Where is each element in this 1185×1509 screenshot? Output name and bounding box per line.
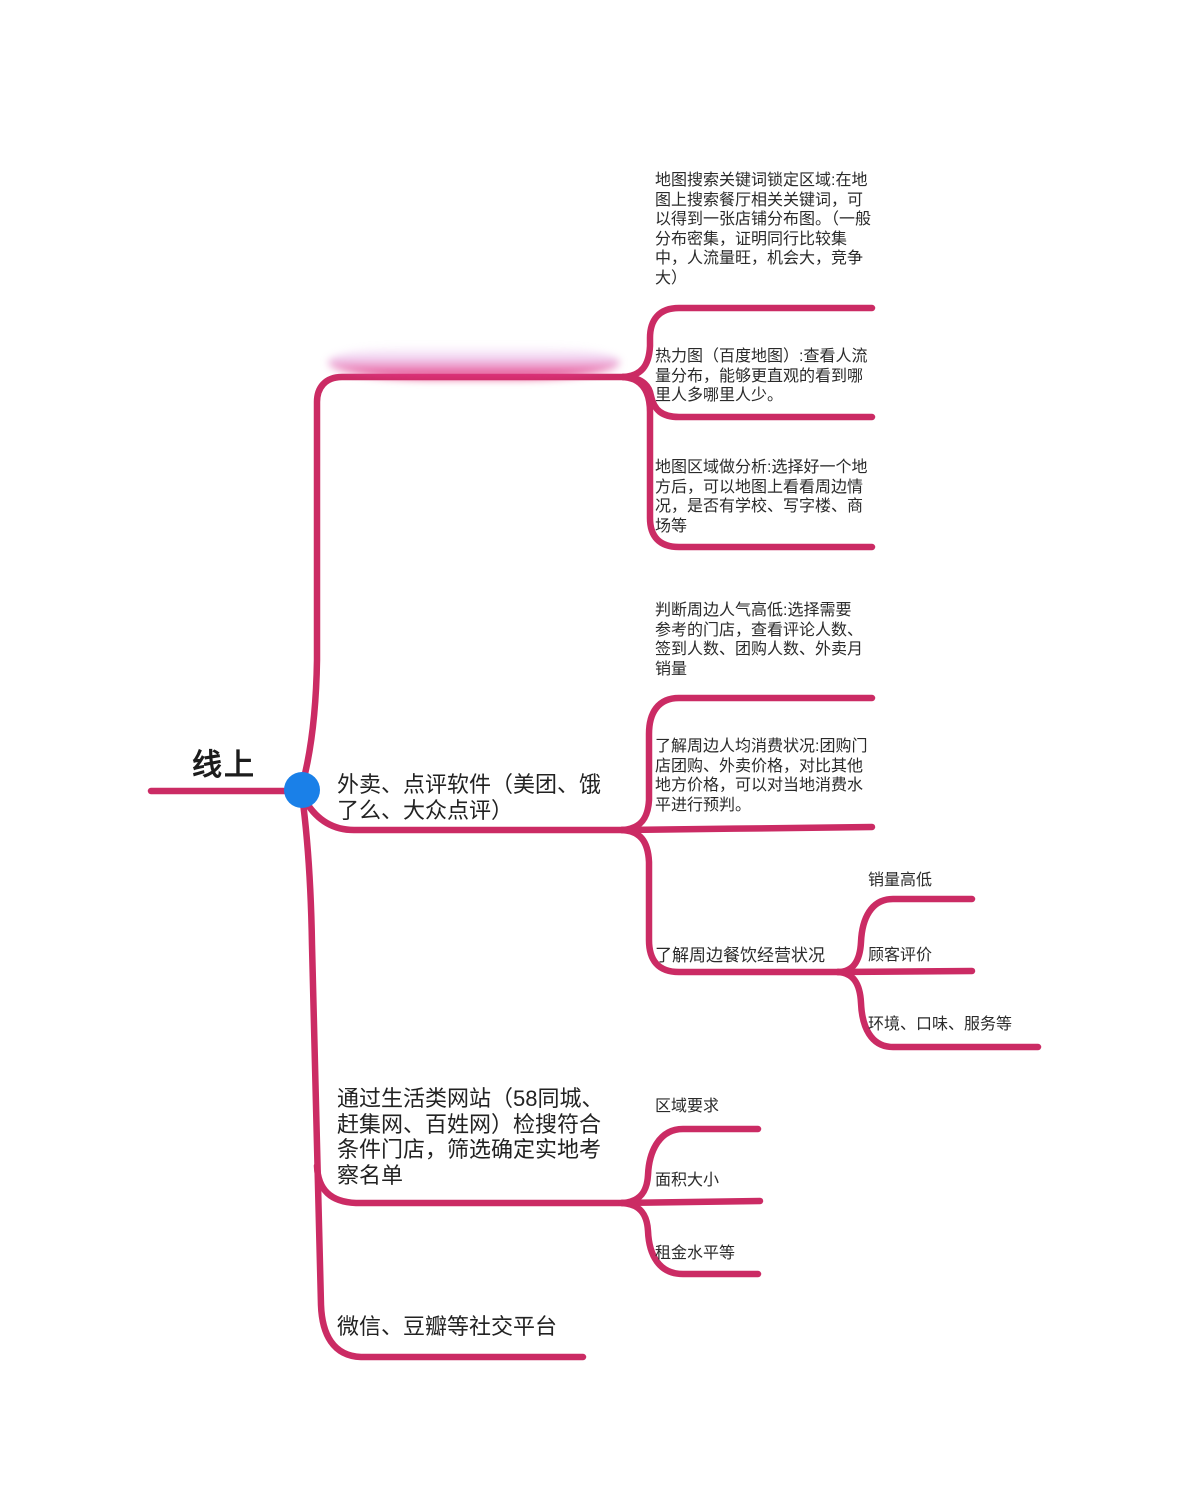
node-map-area-analysis[interactable]: 地图区域做分析:选择好一个地方后，可以地图上看看周边情况，是否有学校、写字楼、商… [655,459,868,535]
branch-life-service-websites[interactable]: 通过生活类网站（58同城、赶集网、百姓网）检搜符合条件门店，筛选确定实地考察名单 [337,1086,604,1188]
node-customer-reviews[interactable]: 顾客评价 [868,947,933,964]
node-operating-status[interactable]: 了解周边餐饮经营状况 [655,946,825,965]
branch-social-platforms[interactable]: 微信、豆瓣等社交平台 [337,1314,558,1339]
node-map-keyword-search[interactable]: 地图搜索关键词锁定区域:在地图上搜索餐厅相关关键词，可以得到一张店铺分布图。（一… [655,172,872,287]
node-floor-size[interactable]: 面积大小 [655,1172,720,1189]
node-heat-map[interactable]: 热力图（百度地图）:查看人流量分布，能够更直观的看到哪里人多哪里人少。 [655,348,868,405]
node-environment-taste-service[interactable]: 环境、口味、服务等 [868,1016,1013,1033]
node-rent-level[interactable]: 租金水平等 [655,1245,736,1262]
node-area-requirement[interactable]: 区域要求 [655,1098,720,1115]
root-node-label[interactable]: 线上 [192,749,256,782]
node-judge-popularity[interactable]: 判断周边人气高低:选择需要参考的门店，查看评论人数、签到人数、团购人数、外卖月销… [655,602,864,678]
node-avg-consumption[interactable]: 了解周边人均消费状况:团购门店团购、外卖价格，对比其他地方价格，可以对当地消费水… [655,738,868,814]
root-node-dot [284,772,320,808]
branch-delivery-review-apps[interactable]: 外卖、点评软件（美团、饿了么、大众点评） [337,772,602,823]
node-sales-volume[interactable]: 销量高低 [868,872,933,889]
